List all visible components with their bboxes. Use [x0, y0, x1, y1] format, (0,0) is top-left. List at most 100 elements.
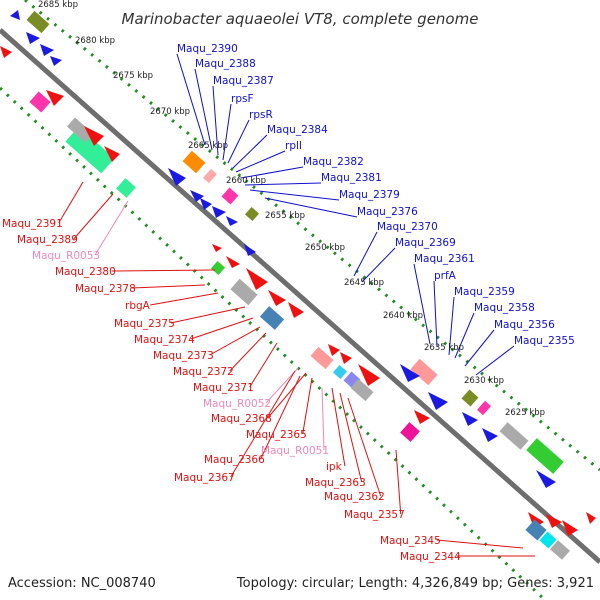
- gene-feature: [268, 290, 286, 306]
- gene-feature: [246, 268, 268, 290]
- gene-label: Maqu_2363: [305, 477, 366, 489]
- gene-label: Maqu_2355: [514, 335, 575, 347]
- gene-label: Maqu_2380: [55, 266, 116, 278]
- gene-label: Maqu_2375: [114, 318, 175, 330]
- leader-line: [413, 263, 431, 345]
- gene-label: prfA: [434, 270, 457, 282]
- gene-feature: [226, 256, 240, 268]
- gene-feature: [0, 46, 12, 58]
- gene-feature: [410, 358, 438, 386]
- leader-line: [249, 342, 278, 388]
- gene-label: Maqu_2362: [324, 491, 385, 503]
- gene-feature: [212, 244, 222, 252]
- leader-line: [194, 68, 213, 151]
- leader-line: [339, 392, 363, 483]
- gene-feature: [550, 540, 570, 560]
- gene-label: Maqu_2390: [177, 43, 238, 55]
- leader-line: [232, 134, 268, 169]
- gene-feature: [400, 422, 420, 442]
- gene-label: ipk: [326, 461, 343, 473]
- gene-feature: [259, 306, 285, 330]
- gene-feature: [226, 216, 238, 226]
- gene-feature: [221, 187, 239, 205]
- plus-strand-features: [10, 10, 564, 488]
- gene-label: Maqu_2389: [17, 234, 78, 246]
- leader-line: [321, 387, 325, 451]
- rna-label: Maqu_R0051: [261, 445, 329, 457]
- leader-line: [331, 387, 346, 467]
- gene-feature: [210, 260, 226, 276]
- plus-strand-labels: Maqu_2390Maqu_2388Maqu_2387rpsFrpsRMaqu_…: [177, 43, 575, 347]
- leader-line: [209, 326, 261, 356]
- topology-summary: Topology: circular; Length: 4,326,849 bp…: [236, 576, 594, 591]
- gene-label: rpsF: [231, 93, 254, 105]
- gene-label: Maqu_2345: [380, 535, 441, 547]
- accession-text: Accession: NC_008740: [8, 576, 156, 591]
- gene-feature: [499, 422, 529, 450]
- kbp-tick-label: 2625 kbp: [505, 408, 545, 418]
- leader-line: [244, 182, 322, 186]
- gene-label: Maqu_2378: [75, 283, 136, 295]
- leader-line: [230, 370, 296, 478]
- gene-feature: [203, 168, 217, 184]
- kbp-tick-label: 2655 kbp: [265, 211, 305, 221]
- gene-label: Maqu_2358: [474, 302, 535, 314]
- leader-line: [454, 312, 475, 359]
- gene-feature: [26, 32, 40, 44]
- gene-label: Maqu_2391: [2, 218, 63, 230]
- gene-feature: [10, 10, 20, 20]
- leader-line: [58, 181, 84, 224]
- leader-line: [229, 332, 267, 372]
- gene-feature: [428, 392, 448, 410]
- leader-line: [395, 449, 402, 515]
- gene-label: Maqu_2356: [494, 319, 555, 331]
- gene-feature: [50, 56, 62, 66]
- gene-feature: [40, 44, 54, 56]
- gene-label: rpsR: [249, 109, 273, 121]
- gene-feature: [400, 364, 420, 382]
- gene-label: Maqu_2368: [211, 413, 272, 425]
- gene-label: Maqu_2372: [173, 366, 234, 378]
- leader-line: [302, 377, 313, 435]
- gene-label: Maqu_2381: [321, 172, 382, 184]
- gene-feature: [562, 520, 578, 536]
- kbp-tick-label: 2665 kbp: [188, 141, 228, 151]
- gene-label: Maqu_2374: [134, 334, 195, 346]
- leader-line: [265, 367, 299, 404]
- gene-feature: [244, 206, 260, 222]
- map-title: Marinobacter aquaeolei VT8, complete gen…: [122, 10, 479, 28]
- leader-line: [347, 397, 382, 497]
- leader-line: [361, 247, 396, 283]
- gene-feature: [482, 428, 498, 442]
- kbp-tick-label: 2640 kbp: [383, 311, 423, 321]
- gene-feature: [29, 91, 51, 113]
- gene-label: rbgA: [125, 300, 151, 312]
- gene-feature: [230, 278, 258, 306]
- leader-line: [222, 103, 232, 161]
- gene-feature: [340, 352, 352, 364]
- leader-line: [267, 372, 307, 419]
- gene-label: Maqu_2369: [395, 237, 456, 249]
- leader-line: [227, 119, 250, 164]
- leader-line: [260, 375, 301, 460]
- gene-feature: [67, 117, 93, 143]
- leader-line: [131, 284, 206, 289]
- gene-label: Maqu_2384: [267, 124, 328, 136]
- leader-line: [433, 280, 438, 348]
- kbp-tick-label: 2675 kbp: [113, 71, 153, 81]
- gene-feature: [46, 90, 64, 106]
- leader-line: [264, 197, 358, 218]
- genome-backbone: [0, 28, 600, 564]
- gene-feature: [539, 531, 557, 549]
- gene-feature: [461, 389, 479, 407]
- gene-feature: [26, 10, 50, 34]
- rna-label: Maqu_R0052: [203, 398, 271, 410]
- gene-label: Maqu_2373: [153, 350, 214, 362]
- gene-label: Maqu_2344: [400, 551, 461, 563]
- gene-feature: [350, 378, 374, 402]
- gene-feature: [310, 346, 334, 370]
- gene-label: Maqu_2371: [193, 382, 254, 394]
- rna-label: Maqu_R0053: [32, 250, 100, 262]
- gene-feature: [84, 126, 104, 146]
- kbp-tick-label: 2670 kbp: [150, 107, 190, 117]
